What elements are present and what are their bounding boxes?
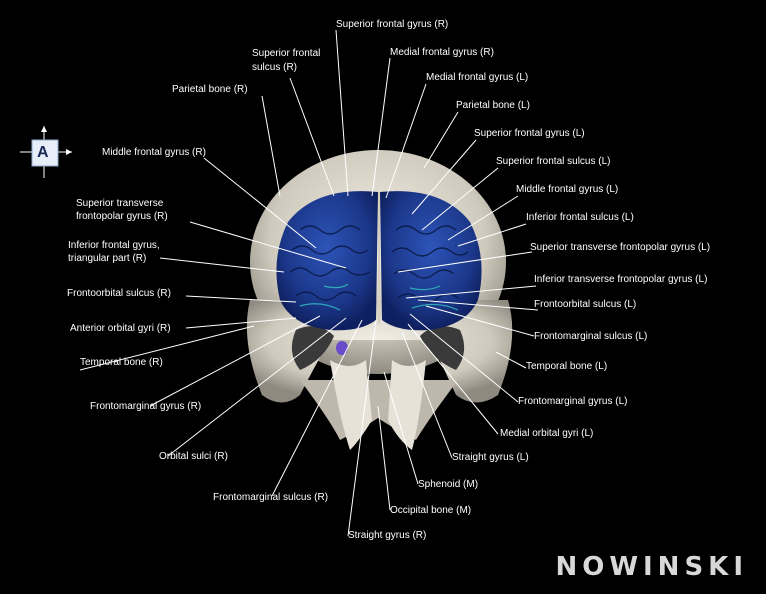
label-occipital-bone-m: Occipital bone (M): [390, 505, 472, 516]
label-medial-orbital-gyri-l: Medial orbital gyri (L): [500, 428, 594, 439]
orientation-label: A: [37, 144, 49, 161]
label-inferior-transverse-frontopolar-l: Inferior transverse frontopolar gyrus (L…: [534, 274, 708, 285]
label-medial-frontal-gyrus-r: Medial frontal gyrus (R): [390, 47, 494, 58]
leader-lines: [79, 29, 539, 537]
orientation-cube[interactable]: [20, 126, 72, 178]
label-frontomarginal-gyrus-r: Frontomarginal gyrus (R): [90, 401, 202, 412]
brain: [276, 191, 482, 331]
label-frontomarginal-sulcus-l: Frontomarginal sulcus (L): [534, 331, 648, 342]
label-frontoorbital-sulcus-l: Frontoorbital sulcus (L): [534, 299, 637, 310]
label-frontomarginal-sulcus-r: Frontomarginal sulcus (R): [213, 492, 329, 503]
label-frontoorbital-sulcus-r: Frontoorbital sulcus (R): [67, 288, 171, 299]
label-inferior-frontal-sulcus-l: Inferior frontal sulcus (L): [526, 212, 634, 223]
label-superior-transverse-frontopolar-l: Superior transverse frontopolar gyrus (L…: [530, 242, 711, 253]
label-superior-frontal-sulcus-l: Superior frontal sulcus (L): [496, 156, 611, 167]
label-orbital-sulci-r: Orbital sulci (R): [159, 451, 228, 462]
label-temporal-bone-r: Temporal bone (R): [80, 357, 163, 368]
label-middle-frontal-gyrus-l: Middle frontal gyrus (L): [516, 184, 619, 195]
label-inferior-frontal-gyrus-r-line1: Inferior frontal gyrus,: [68, 240, 160, 251]
label-medial-frontal-gyrus-l: Medial frontal gyrus (L): [426, 72, 529, 83]
nowinski-logo: NOWINSKI: [555, 552, 748, 582]
label-parietal-bone-l: Parietal bone (L): [456, 100, 530, 111]
label-straight-gyrus-r: Straight gyrus (R): [348, 530, 427, 541]
label-inferior-frontal-gyrus-r-line2: triangular part (R): [68, 253, 147, 264]
label-superior-frontal-sulcus-r-line2: sulcus (R): [252, 62, 298, 73]
label-frontomarginal-gyrus-l: Frontomarginal gyrus (L): [518, 396, 628, 407]
label-temporal-bone-l: Temporal bone (L): [526, 361, 608, 372]
label-anterior-orbital-gyri-r: Anterior orbital gyri (R): [70, 323, 171, 334]
label-superior-transverse-frontopolar-r-line2: frontopolar gyrus (R): [76, 211, 168, 222]
label-superior-frontal-gyrus-r: Superior frontal gyrus (R): [336, 19, 449, 30]
label-parietal-bone-r: Parietal bone (R): [172, 84, 248, 95]
label-superior-frontal-gyrus-l: Superior frontal gyrus (L): [474, 128, 585, 139]
brand-text: NOWINSKI: [555, 552, 748, 582]
label-superior-transverse-frontopolar-r-line1: Superior transverse: [76, 198, 164, 209]
label-middle-frontal-gyrus-r: Middle frontal gyrus (R): [102, 147, 206, 158]
label-straight-gyrus-l: Straight gyrus (L): [452, 452, 529, 463]
label-superior-frontal-sulcus-r-line1: Superior frontal: [252, 48, 321, 59]
label-sphenoid-m: Sphenoid (M): [418, 479, 479, 490]
